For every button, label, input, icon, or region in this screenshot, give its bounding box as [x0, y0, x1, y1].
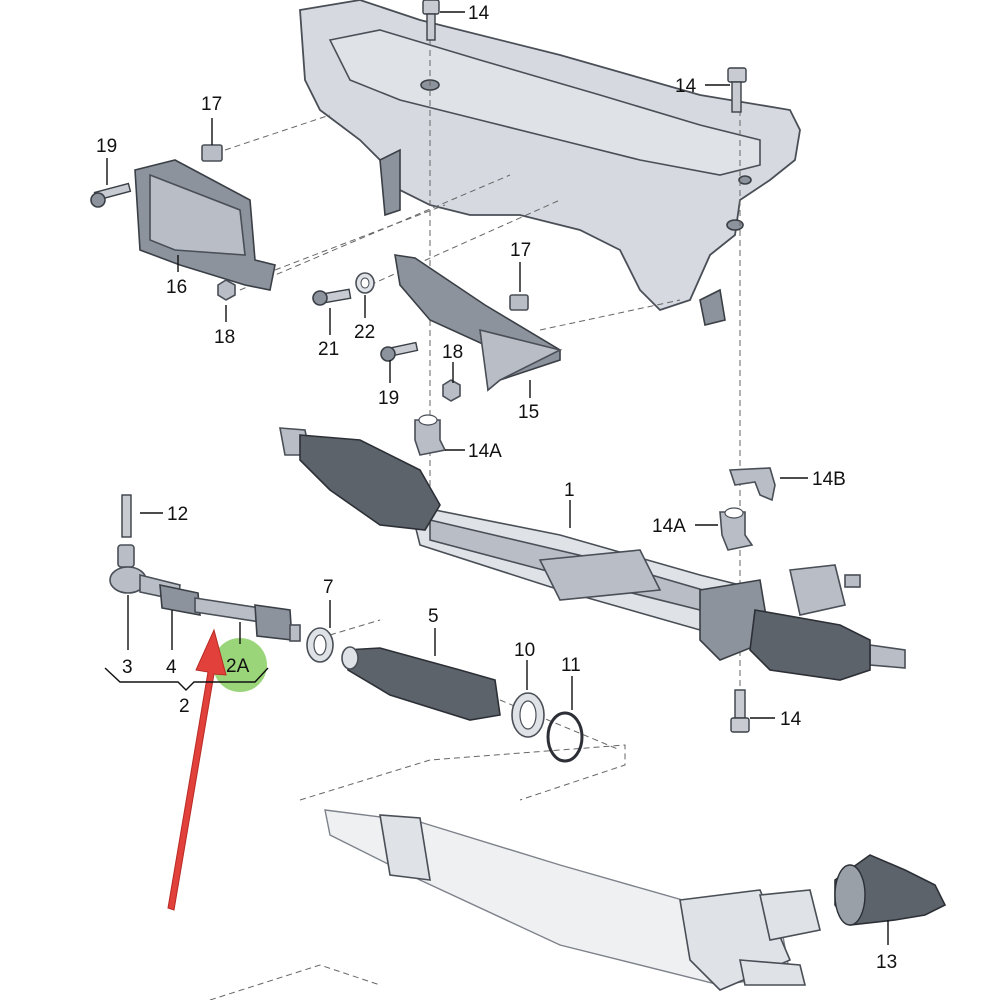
bolt-19-left: [90, 182, 132, 208]
nut-17-mid: [509, 294, 529, 311]
clamp-10: [511, 692, 545, 738]
label-2: 2: [179, 696, 190, 717]
label-2A: 2A: [226, 656, 250, 677]
bolt-14-bottom: [730, 689, 750, 733]
label-14-top: 14: [468, 3, 490, 24]
label-22: 22: [354, 322, 375, 343]
lock-nut-4: [159, 583, 201, 616]
label-14A-right: 14A: [652, 516, 686, 537]
clamp-14A-left: [414, 414, 447, 456]
label-7: 7: [323, 577, 334, 598]
label-12: 12: [167, 504, 188, 525]
nut-17-left: [201, 144, 223, 162]
boot-right-rack: [749, 609, 871, 681]
label-15: 15: [518, 402, 539, 423]
label-3: 3: [122, 657, 133, 678]
label-4: 4: [166, 657, 177, 678]
label-21: 21: [318, 339, 339, 360]
clamp-7: [306, 627, 334, 663]
boot-5: [341, 646, 501, 721]
highlight-circle: [213, 638, 267, 692]
callout-labels: 14 14 17 19 16 18 17 21 22 19 18 15 14A …: [96, 3, 897, 973]
label-14B: 14B: [812, 469, 846, 490]
ring-11: [546, 711, 584, 763]
boot-13: [834, 854, 947, 926]
clamp-14B: [728, 467, 776, 502]
label-16: 16: [166, 277, 187, 298]
label-11: 11: [561, 655, 581, 676]
bracket-15: [394, 254, 563, 392]
rack-lower-view: [324, 809, 821, 991]
bolt-14-top: [422, 0, 440, 41]
label-14-bottom: 14: [780, 709, 802, 730]
label-14-right: 14: [675, 76, 697, 97]
label-10: 10: [514, 640, 535, 661]
bracket-16: [134, 159, 276, 291]
label-1: 1: [564, 480, 575, 501]
steering-rack: [279, 427, 906, 669]
tie-rod-2A: [194, 597, 301, 642]
bolt-21: [312, 288, 352, 306]
label-19-mid: 19: [378, 388, 399, 409]
label-17-left: 17: [201, 94, 222, 115]
washer-22: [355, 272, 375, 294]
label-5: 5: [428, 606, 439, 627]
label-18-mid: 18: [442, 342, 463, 363]
label-14A-left: 14A: [468, 441, 502, 462]
label-13: 13: [876, 952, 897, 973]
boot-left-rack: [299, 434, 441, 531]
highlight-2A: [213, 638, 267, 692]
label-19-left: 19: [96, 136, 117, 157]
leader-lines: [104, 11, 889, 945]
bolt-14-right: [727, 67, 747, 113]
label-17-mid: 17: [510, 240, 531, 261]
clamp-14A-right: [719, 507, 754, 551]
label-18-left: 18: [214, 327, 235, 348]
subframe: [299, 0, 801, 326]
nut-18-left: [217, 279, 236, 301]
red-arrow: [167, 628, 227, 911]
nut-18-mid: [442, 379, 461, 402]
bolt-19-mid: [380, 341, 419, 362]
